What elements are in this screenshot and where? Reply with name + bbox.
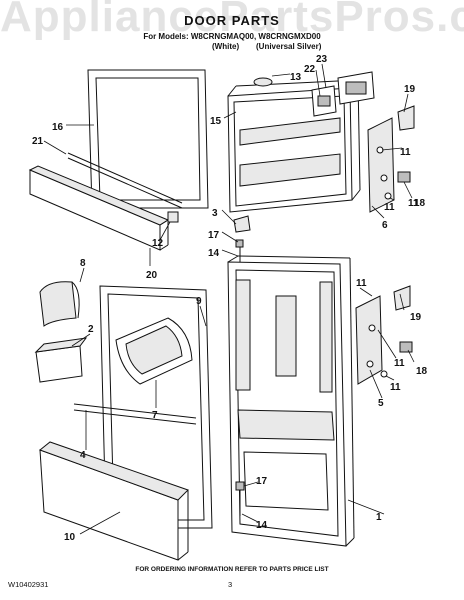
callout-15: 15	[210, 116, 222, 127]
dairy-bin-part	[34, 337, 88, 383]
callout-17: 17	[256, 476, 268, 487]
page-number: 3	[228, 580, 233, 589]
callout-11: 11	[384, 202, 395, 213]
callout-5: 5	[378, 398, 384, 409]
ordering-note: FOR ORDERING INFORMATION REFER TO PARTS …	[135, 566, 329, 573]
callout-6: 6	[382, 220, 388, 231]
callout-11: 11	[394, 358, 405, 369]
watermark: AppliancePartsPros.com	[0, 0, 464, 41]
callout-11: 11	[390, 382, 401, 393]
model-numbers: For Models: W8CRNGMAQ00, W8CRNGMXD00	[143, 32, 321, 41]
freezer-gasket-part	[87, 69, 209, 209]
color-silver-label: (Universal Silver)	[256, 42, 322, 51]
color-white-label: (White)	[212, 42, 240, 51]
callout-3: 3	[212, 208, 218, 219]
callout-21: 21	[32, 136, 44, 147]
callout-14: 14	[256, 520, 268, 531]
callout-1: 1	[376, 512, 382, 523]
callout-8: 8	[80, 258, 86, 269]
callout-18: 18	[416, 366, 428, 377]
callout-17: 17	[208, 230, 220, 241]
callout-22: 22	[304, 64, 316, 75]
callout-7: 7	[152, 410, 158, 421]
callout-14: 14	[208, 248, 220, 259]
refrigerator-door-part	[227, 255, 355, 547]
callout-11: 11	[408, 198, 419, 209]
dairy-door-part	[39, 281, 80, 327]
callout-11: 11	[356, 278, 367, 289]
callout-23: 23	[316, 54, 328, 65]
callout-4: 4	[80, 450, 86, 461]
callout-19: 19	[404, 84, 416, 95]
callout-19: 19	[410, 312, 422, 323]
freezer-door-part	[227, 79, 361, 213]
callout-2: 2	[88, 324, 94, 335]
callout-9: 9	[196, 296, 202, 307]
callout-16: 16	[52, 122, 64, 133]
callout-12: 12	[152, 238, 164, 249]
callout-10: 10	[64, 532, 76, 543]
callout-13: 13	[290, 72, 302, 83]
document-part-number: W10402931	[8, 580, 49, 589]
refrigerator-door-shelf-part	[38, 441, 189, 561]
callout-11: 11	[400, 147, 411, 158]
callout-20: 20	[146, 270, 158, 281]
callout-18: 18	[414, 198, 426, 209]
page-title: DOOR PARTS	[184, 13, 280, 28]
utility-bin-part	[115, 317, 193, 385]
